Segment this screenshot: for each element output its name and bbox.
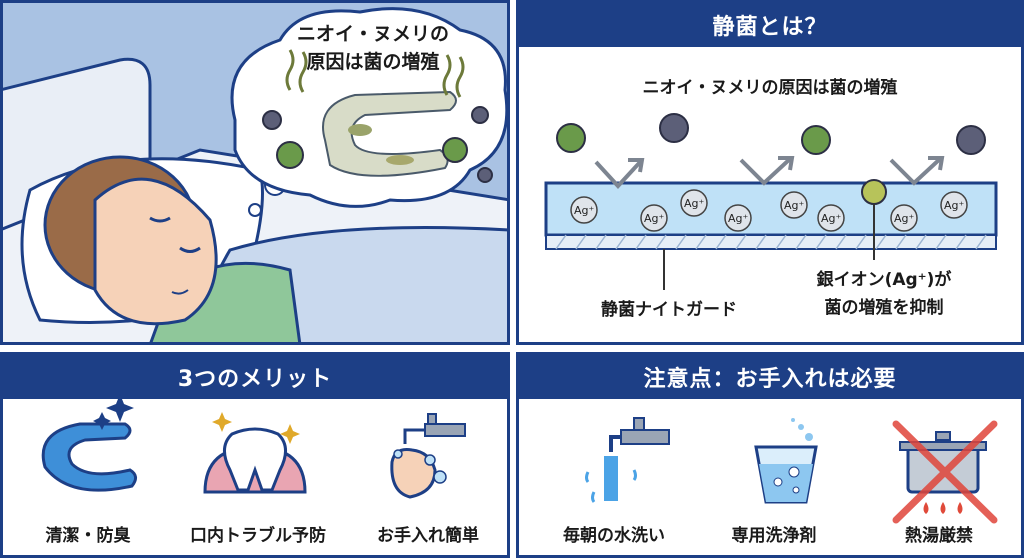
merit-label: お手入れ簡単	[377, 526, 479, 546]
seikin-subtitle: ニオイ・ヌメリの原因は菌の増殖	[642, 78, 898, 98]
dirty-mouthguard-icon	[322, 90, 457, 177]
silver-ion-line1: 銀イオン(Ag⁺)が	[816, 270, 952, 290]
germ-icon	[262, 110, 282, 130]
bedroom-scene	[3, 3, 507, 342]
glass-bubbles-icon	[754, 418, 818, 504]
ag-ion-label: Ag⁺	[894, 212, 915, 225]
germ-icon	[861, 179, 887, 205]
germ-icon	[442, 137, 468, 163]
germ-icon	[659, 113, 689, 143]
ag-ion-label: Ag⁺	[944, 199, 965, 212]
merits-header: 3つのメリット	[3, 355, 507, 399]
germ-icon	[276, 141, 304, 169]
ag-ion	[680, 189, 708, 217]
ag-ion	[640, 204, 668, 232]
germ-icon	[477, 167, 493, 183]
germ-icon	[801, 125, 831, 155]
germ-icon	[471, 106, 489, 124]
hand-wash-faucet-icon	[390, 413, 466, 499]
tooth-icon	[203, 412, 307, 494]
ag-ion	[940, 191, 968, 219]
mouthguard-sparkle-icon	[41, 394, 137, 492]
seikin-header: 静菌とは？	[519, 3, 1021, 47]
ag-ion	[780, 191, 808, 219]
seikin-panel: 静菌とは？ ニオイ・ヌメリの原因は菌の増殖 Ag⁺	[516, 0, 1024, 345]
silver-ions: Ag⁺ Ag⁺ Ag⁺ Ag⁺ Ag⁺ Ag⁺ Ag⁺ Ag⁺	[570, 189, 968, 232]
sleeping-illustration: ニオイ・ヌメリの 原因は菌の増殖	[0, 0, 510, 345]
caution-panel: 注意点：お手入れは必要 毎朝の水洗い	[516, 352, 1024, 558]
thought-text-line1: ニオイ・ヌメリの	[296, 23, 449, 45]
caution-label: 毎朝の水洗い	[563, 526, 665, 546]
germ-icon	[556, 123, 586, 153]
faucet-water-icon	[585, 417, 670, 503]
merits-icons	[41, 394, 466, 499]
germ-icon	[956, 125, 986, 155]
merit-label: 清潔・防臭	[45, 526, 131, 546]
guard-label: 静菌ナイトガード	[601, 300, 737, 320]
face	[93, 177, 218, 326]
caution-header: 注意点：お手入れは必要	[519, 355, 1021, 399]
caution-label: 専用洗浄剤	[731, 526, 817, 546]
ag-ion-label: Ag⁺	[684, 197, 705, 210]
silver-ion-line2: 菌の増殖を抑制	[824, 298, 944, 318]
ag-ion-label: Ag⁺	[728, 212, 749, 225]
ag-ion-label: Ag⁺	[784, 199, 805, 212]
ag-ion	[724, 204, 752, 232]
ag-ion	[890, 204, 918, 232]
ag-ion	[817, 204, 845, 232]
caution-icons	[585, 417, 998, 524]
merits-panel: 3つのメリット 清潔・防臭 口内トラブル予防 お手入れ簡単	[0, 352, 510, 558]
ag-ion-label: Ag⁺	[574, 204, 595, 217]
seikin-diagram: Ag⁺ Ag⁺ Ag⁺ Ag⁺ Ag⁺ Ag⁺ Ag⁺ Ag⁺	[544, 113, 998, 290]
ag-ion	[570, 196, 598, 224]
thought-text-line2: 原因は菌の増殖	[306, 51, 440, 73]
no-boiling-pot-icon	[892, 420, 998, 524]
ag-ion-label: Ag⁺	[821, 212, 842, 225]
ag-ion-label: Ag⁺	[644, 212, 665, 225]
caution-label: 熱湯厳禁	[905, 526, 973, 546]
merit-label: 口内トラブル予防	[190, 526, 326, 546]
